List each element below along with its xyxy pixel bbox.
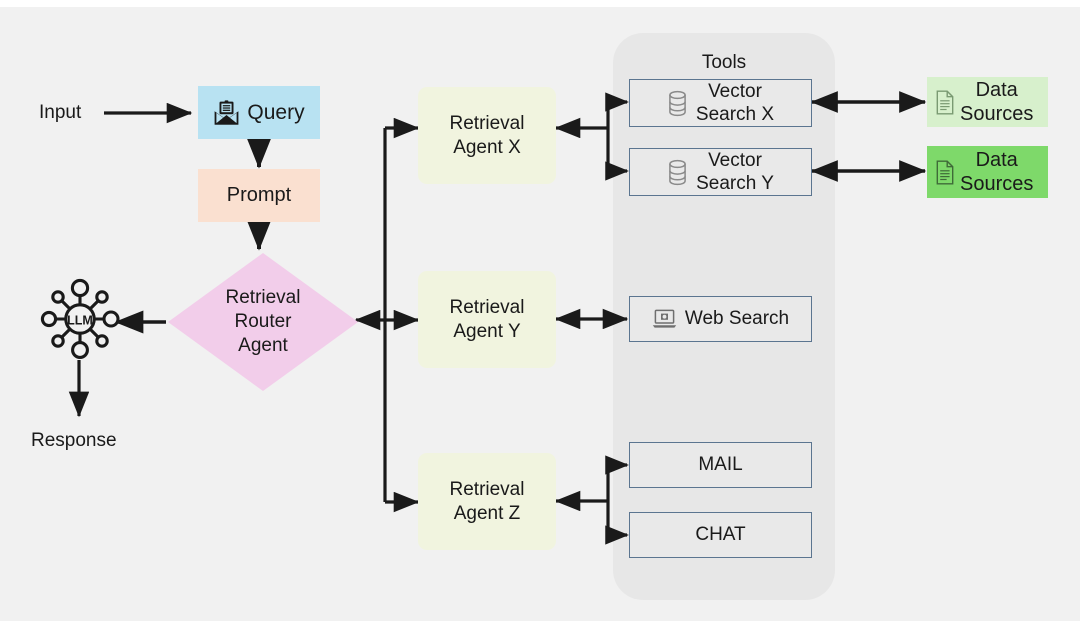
agent-y-label: Retrieval Agent Y [449,297,525,342]
database-icon [667,90,688,117]
vector-search-x-label: Vector Search X [695,80,775,125]
top-white-strip [0,0,1080,7]
tools-panel-title: Tools [701,52,747,73]
query-label: Query [247,100,305,124]
llm-node: LLM [36,275,124,363]
web-search-tool[interactable]: Web Search [629,296,812,342]
data-sources-light-node: Data Sources [927,77,1048,127]
vector-search-x-tool[interactable]: Vector Search X [629,79,812,127]
data-sources-light-label: Data Sources [960,78,1034,125]
llm-network-icon: LLM [36,275,124,363]
vector-search-y-tool[interactable]: Vector Search Y [629,148,812,196]
retrieval-agent-z-node: Retrieval Agent Z [418,453,556,550]
chat-label: CHAT [695,524,746,546]
database-icon [667,159,688,186]
agent-x-label: Retrieval Agent X [449,113,525,158]
router-label: Retrieval Router Agent [225,286,301,357]
chat-tool[interactable]: CHAT [629,512,812,558]
mail-tool[interactable]: MAIL [629,442,812,488]
svg-text:LLM: LLM [67,313,93,327]
prompt-label: Prompt [226,184,292,207]
mail-label: MAIL [698,454,743,476]
laptop-globe-icon [652,309,677,329]
input-label: Input [39,102,82,123]
query-node: Query [198,86,320,139]
response-label: Response [31,430,117,451]
envelope-document-icon [213,99,240,126]
data-sources-dark-label: Data Sources [960,148,1034,195]
retrieval-agent-y-node: Retrieval Agent Y [418,271,556,368]
retrieval-agent-x-node: Retrieval Agent X [418,87,556,184]
data-sources-dark-node: Data Sources [927,146,1048,198]
vector-search-y-label: Vector Search Y [696,149,774,194]
document-icon [935,160,955,185]
retrieval-router-agent-node: Retrieval Router Agent [168,253,358,391]
prompt-node: Prompt [198,169,320,222]
document-icon [935,90,955,115]
agent-z-label: Retrieval Agent Z [449,479,525,524]
web-search-label: Web Search [684,308,790,330]
